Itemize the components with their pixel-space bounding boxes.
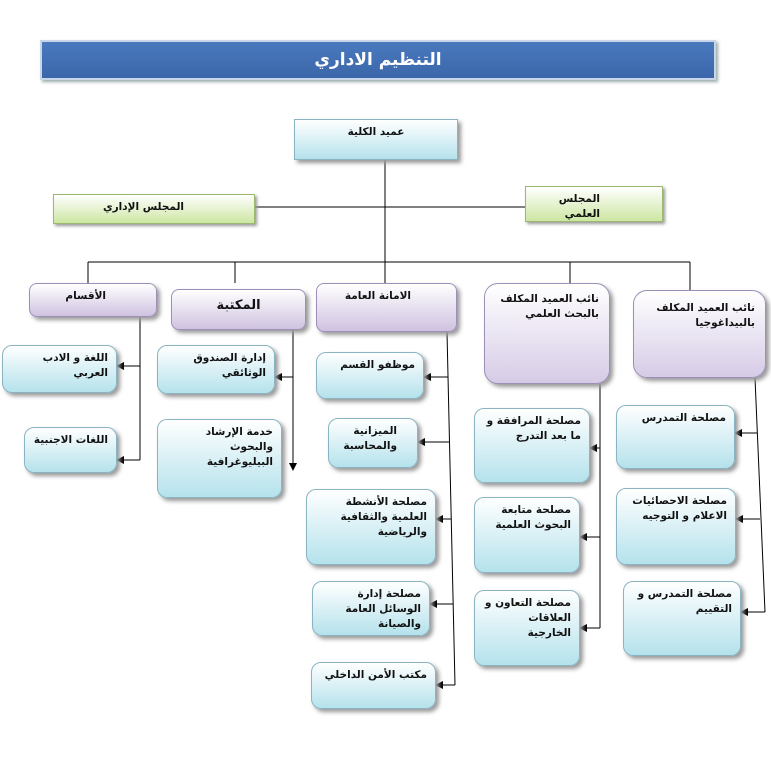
general-means-box: مصلحة إدارة الوسائل العامة والصيانة: [312, 581, 430, 636]
internal-security-box: مكتب الأمن الداخلي: [311, 662, 436, 709]
activities-service-box: مصلحة الأنشطة العلمية والثقافية والرياضي…: [306, 489, 436, 565]
departments-box: الأقسام: [29, 283, 157, 317]
library-box: المكتبة: [171, 289, 306, 330]
page-title: التنظيم الاداري: [40, 40, 716, 80]
budget-accounting-box: الميزانية والمحاسبة: [328, 418, 418, 468]
guidance-service-box: خدمة الإرشاد والبحوث البيليوغرافية: [157, 419, 282, 498]
admin-council-box: المجلس الإداري: [53, 194, 255, 224]
scientific-council-box: المجلس العلمي: [525, 186, 663, 222]
vice-dean-pedagogy-box: نائب العميد المكلف بالبيداغوجيا: [633, 290, 766, 378]
vice-dean-research-box: نائب العميد المكلف بالبحث العلمي: [484, 283, 610, 384]
evaluation-service-box: مصلحة التمدرس و التقييم: [623, 581, 741, 656]
documentary-fund-box: إدارة الصندوق الوثائقي: [157, 345, 275, 394]
general-secretariat-box: الامانة العامة: [316, 283, 457, 332]
teaching-service-box: مصلحة التمدرس: [616, 405, 735, 469]
research-followup-box: مصلحة متابعة البحوث العلمية: [474, 497, 580, 573]
postgrad-service-box: مصلحة المرافقة و ما بعد التدرج: [474, 408, 590, 483]
dean-box: عميد الكلية: [294, 119, 458, 160]
arabic-language-box: اللغة و الادب العربي: [2, 345, 117, 393]
department-staff-box: موظفو القسم: [316, 352, 424, 399]
cooperation-box: مصلحة التعاون و العلاقات الخارجية: [474, 590, 580, 666]
foreign-languages-box: اللغات الاجنبية: [24, 427, 117, 473]
statistics-service-box: مصلحة الاحصائيات الاعلام و التوجيه: [616, 488, 736, 565]
